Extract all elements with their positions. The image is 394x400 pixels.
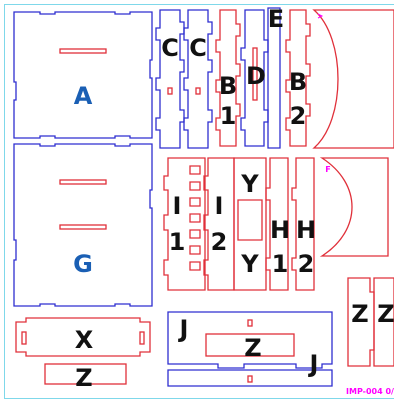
panel-g-label: G — [73, 250, 93, 278]
part-i2-number: 2 — [211, 228, 228, 256]
sheet-code: IMP-004 0/1 — [346, 387, 394, 396]
part-c-2-label: C — [189, 34, 207, 62]
part-b2-letter: B — [289, 68, 307, 96]
part-b1-number: 1 — [220, 102, 237, 130]
part-i1 — [163, 157, 206, 291]
part-c-2 — [183, 9, 213, 149]
part-z-right-pair — [347, 277, 394, 367]
part-j-left-label: J — [178, 315, 189, 343]
part-z-center-label: Z — [244, 334, 261, 362]
part-j-right-label: J — [308, 350, 319, 378]
part-h2 — [291, 157, 315, 291]
part-f-panel — [319, 157, 389, 257]
sheet-border — [4, 4, 394, 399]
part-i1-number: 1 — [169, 228, 186, 256]
part-c-1 — [155, 9, 185, 149]
part-h1-number: 1 — [272, 250, 289, 278]
part-i1-letter: I — [173, 192, 182, 220]
part-z-center — [205, 333, 295, 357]
part-y-top-label: Y — [240, 170, 259, 198]
part-y-bottom-label: Y — [240, 250, 259, 278]
panel-g — [13, 143, 153, 307]
part-x-label: X — [75, 326, 94, 354]
part-i2-letter: I — [215, 192, 224, 220]
panel-a — [13, 11, 153, 139]
part-z-small-label: Z — [75, 364, 92, 392]
part-f-label: F — [325, 165, 330, 174]
part-d-label: D — [246, 62, 266, 90]
part-h2-number: 2 — [298, 250, 315, 278]
part-h2-letter: H — [296, 216, 316, 244]
part-j-assembly — [167, 311, 333, 387]
part-b2 — [285, 9, 311, 147]
part-b1-letter: B — [219, 72, 237, 100]
part-b1 — [215, 9, 241, 147]
part-y-pair — [233, 157, 267, 291]
part-i2 — [203, 157, 235, 291]
part-h1-letter: H — [270, 216, 290, 244]
part-b2-number: 2 — [290, 102, 307, 130]
part-e — [267, 7, 281, 149]
part-x — [15, 317, 151, 357]
part-c-1-label: C — [161, 34, 179, 62]
part-z-left-label: Z — [351, 300, 368, 328]
part-e-label: E — [268, 5, 284, 33]
panel-a-label: A — [74, 82, 93, 110]
part-curved-panel — [312, 9, 394, 149]
part-z-small — [44, 363, 127, 385]
part-z-right-label: Z — [377, 300, 394, 328]
part-h1 — [265, 157, 289, 291]
